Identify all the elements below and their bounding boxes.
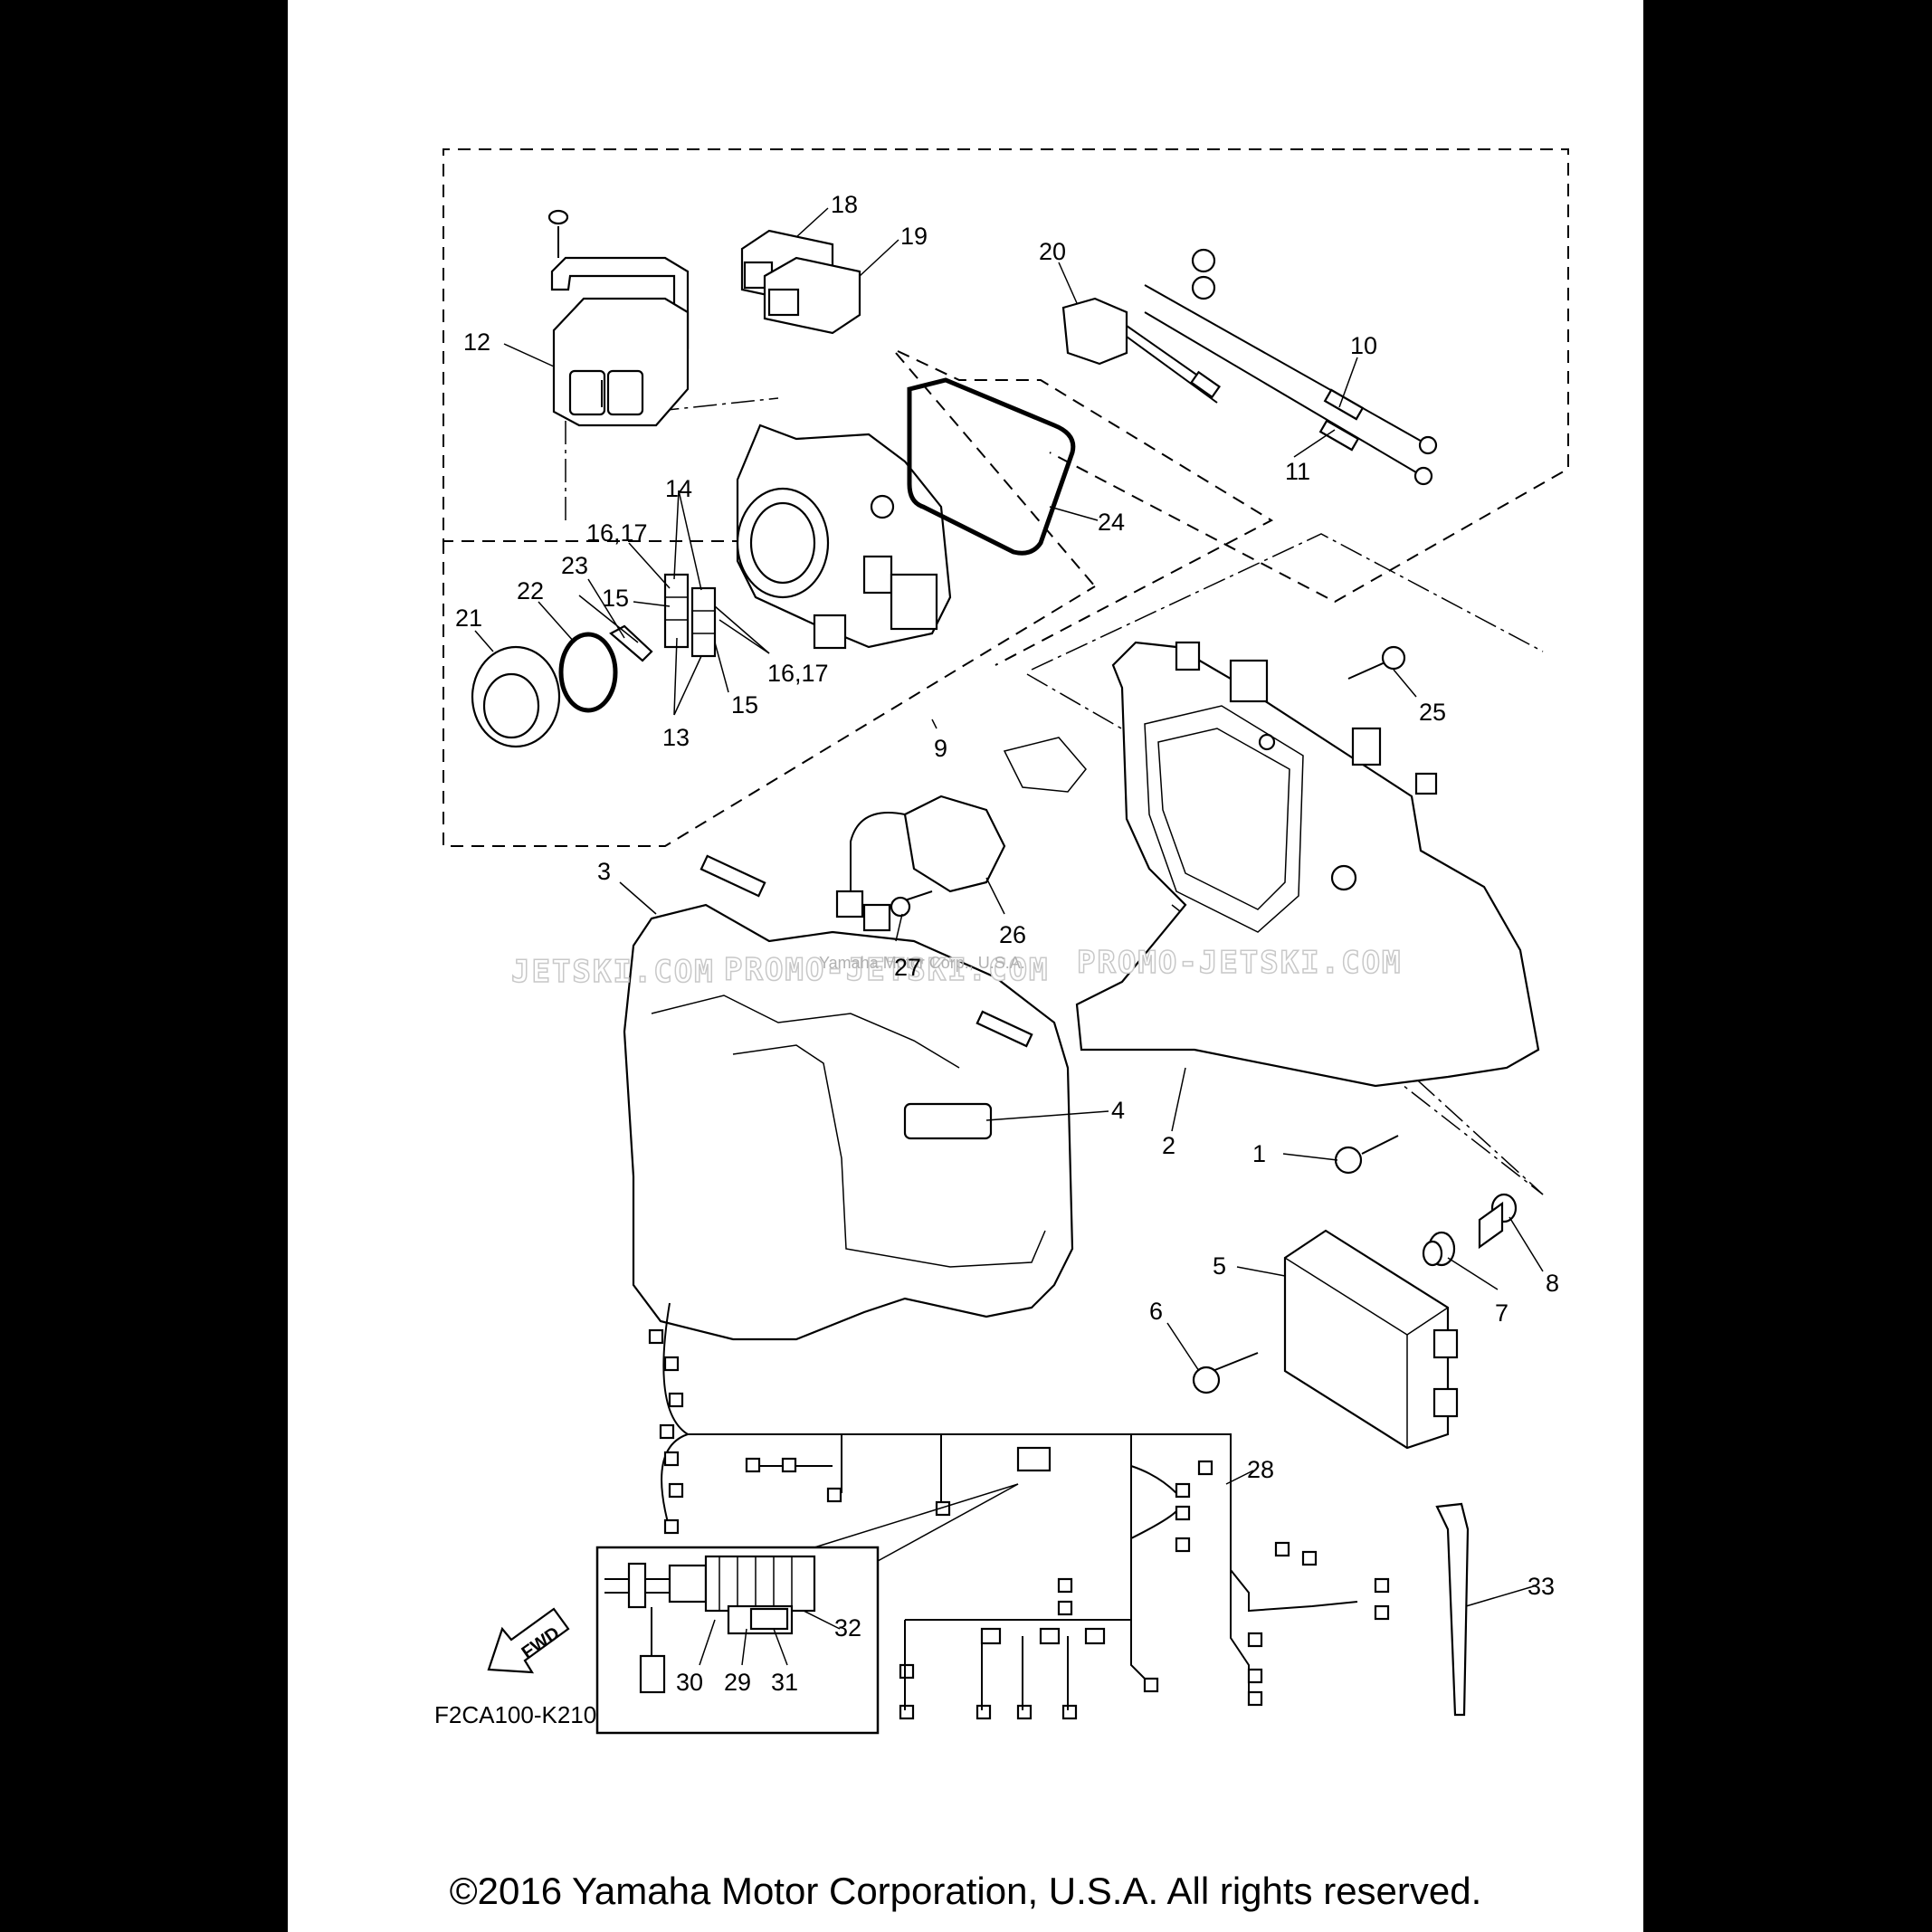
callout-3: 3	[597, 858, 611, 885]
callout-18: 18	[831, 191, 858, 218]
watermark-middle: PROMO-JETSKI.COM	[724, 952, 1050, 988]
part-18-19-relays	[740, 229, 861, 335]
callout-14: 14	[665, 475, 692, 502]
part-24-gasket	[907, 377, 1076, 556]
watermark-layer: JETSKI.COM PROMO-JETSKI.COM PROMO-JETSKI…	[510, 944, 1403, 991]
callout-9: 9	[934, 735, 947, 762]
part-10-11-cables	[1144, 248, 1438, 486]
part-1-bolt	[1334, 1135, 1399, 1175]
part-27-bolt	[890, 890, 933, 918]
callout-22: 22	[517, 577, 544, 604]
callout-15b: 15	[731, 691, 758, 719]
callout-31: 31	[771, 1669, 798, 1696]
callout-25: 25	[1419, 699, 1446, 726]
callout-19: 19	[900, 223, 928, 250]
part-20-sensor	[1061, 297, 1222, 404]
part-23-clip	[609, 624, 653, 662]
callout-labels: 1 2 3 4 5 6 7 8 9 10 11 12 13 14 15 15 1…	[455, 191, 1559, 1696]
part-2-electrical-box	[1003, 641, 1540, 1088]
callout-27: 27	[894, 954, 921, 981]
leader-lines	[474, 207, 1544, 1666]
part-7-grommet	[1422, 1231, 1456, 1267]
callout-2: 2	[1162, 1132, 1175, 1159]
part-22-oring	[558, 632, 618, 713]
watermark-small: Yamaha Motor Corp., U.S.A.	[819, 954, 1025, 972]
callout-11: 11	[1285, 458, 1310, 485]
watermark-left: JETSKI.COM	[511, 954, 715, 990]
forward-direction-arrow	[487, 1607, 570, 1674]
part-28-wire-harness	[648, 1302, 1390, 1720]
callout-23: 23	[561, 552, 588, 579]
callout-21: 21	[455, 604, 482, 632]
callout-6: 6	[1149, 1298, 1163, 1325]
callout-8: 8	[1546, 1270, 1559, 1297]
throttle-body	[736, 424, 952, 650]
callout-10: 10	[1350, 332, 1377, 359]
harness-connectors	[648, 1328, 1390, 1720]
part-13-17-connectors	[663, 573, 717, 658]
part-5-ecu	[1283, 1229, 1459, 1450]
callout-24: 24	[1098, 509, 1125, 536]
assembly-boundary-outline	[443, 148, 1569, 847]
callout-28: 28	[1247, 1456, 1274, 1483]
callout-33: 33	[1528, 1573, 1555, 1600]
callout-16-17b: 16,17	[767, 660, 829, 687]
callout-1: 1	[1252, 1140, 1266, 1167]
callout-26: 26	[999, 921, 1026, 948]
callout-20: 20	[1039, 238, 1066, 265]
callout-32: 32	[834, 1614, 861, 1642]
callout-15a: 15	[602, 585, 629, 612]
part-21-cap	[471, 645, 561, 748]
callout-16-17a: 16,17	[586, 519, 648, 547]
part-3-cover	[623, 854, 1074, 1341]
callout-30: 30	[676, 1669, 703, 1696]
copyright-notice: ©2016 Yamaha Motor Corporation, U.S.A. A…	[449, 1870, 1482, 1912]
watermark-right: PROMO-JETSKI.COM	[1077, 945, 1403, 981]
callout-4: 4	[1111, 1097, 1125, 1124]
part-6-bolt	[1192, 1352, 1259, 1394]
part-25-bolt	[1347, 645, 1406, 680]
callout-7: 7	[1495, 1299, 1508, 1327]
callout-5: 5	[1213, 1252, 1226, 1280]
part-26-coil	[835, 795, 1006, 932]
inset-detail-box	[595, 1483, 1019, 1735]
callout-13: 13	[662, 724, 690, 751]
part-33-cable-tie	[1435, 1502, 1470, 1717]
part-12-cover-assembly	[547, 209, 690, 427]
callout-29: 29	[724, 1669, 751, 1696]
callout-12: 12	[463, 328, 490, 356]
figure-code: F2CA100-K210	[434, 1701, 596, 1728]
part-8-collar	[1478, 1193, 1518, 1250]
